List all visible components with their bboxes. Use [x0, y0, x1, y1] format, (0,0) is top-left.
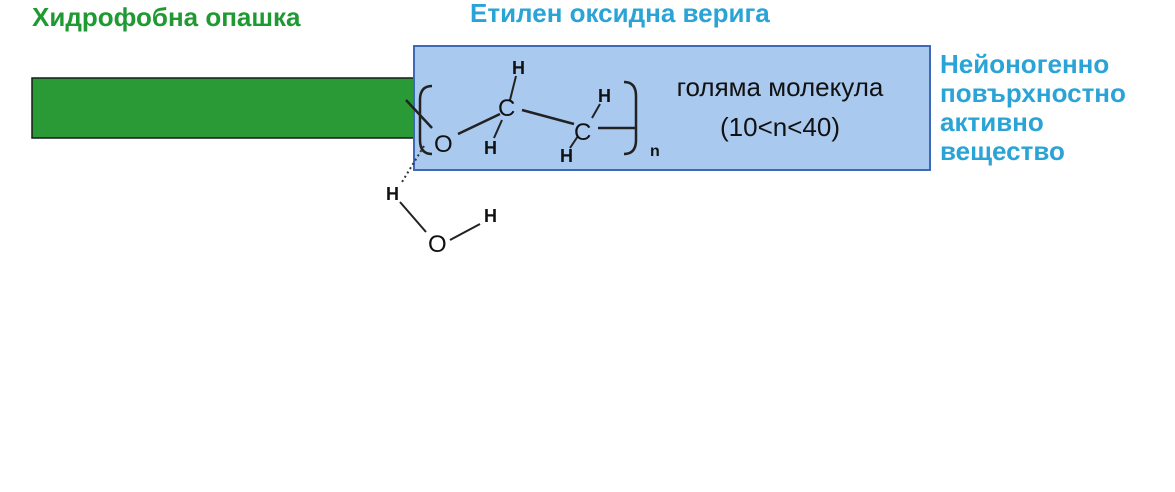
- hydrophobic-tail-bar: [31, 77, 415, 139]
- surfactant-label-line-1: Нейоногенно: [940, 49, 1110, 79]
- left-bracket: [418, 84, 433, 156]
- water-h1-oxygen-bond: [399, 201, 427, 233]
- n-range-text: (10<n<40): [720, 112, 840, 142]
- surfactant-label-line-2: повърхностно: [940, 78, 1126, 108]
- oxygen-atom: O: [434, 131, 453, 158]
- carbon1-atom: C: [498, 95, 515, 122]
- carbon1-h-top: H: [512, 58, 525, 78]
- surfactant-label-line-4: вещество: [940, 136, 1065, 166]
- carbon1-h-bottom: H: [484, 138, 497, 158]
- carbon2-h-top: H: [598, 86, 611, 106]
- carbon1-carbon2-bond: [521, 108, 575, 126]
- carbon2-atom: C: [574, 119, 591, 146]
- hydrogen-bond-dashed: [401, 145, 425, 183]
- hydrophobic-tail-label: Хидрофобна опашка: [32, 2, 301, 32]
- ethylene-oxide-chain-label: Етилен оксидна верига: [470, 0, 770, 28]
- carbon2-h-top-bond: [591, 103, 601, 119]
- carbon2-h-bottom-bond: [569, 135, 579, 149]
- ethylene-oxide-box: [413, 45, 931, 171]
- subscript-n: n: [650, 143, 660, 160]
- water-h2: H: [484, 206, 497, 226]
- carbon2-h-bottom: H: [560, 146, 573, 166]
- surfactant-label-line-3: активно: [940, 107, 1044, 137]
- big-molecule-text: голяма молекула: [677, 72, 884, 102]
- carbon1-h-bottom-bond: [493, 119, 503, 139]
- right-bracket: [623, 80, 638, 156]
- oxygen-carbon1-bond: [457, 112, 501, 136]
- carbon1-h-top-bond: [509, 75, 517, 101]
- water-h1: H: [386, 184, 399, 204]
- tail-oxygen-bond: [405, 99, 433, 129]
- water-oxygen: O: [428, 231, 447, 258]
- nonionic-surfactant-label: Нейоногенно повърхностно активно веществ…: [940, 50, 1126, 166]
- water-oxygen-h2-bond: [449, 223, 481, 241]
